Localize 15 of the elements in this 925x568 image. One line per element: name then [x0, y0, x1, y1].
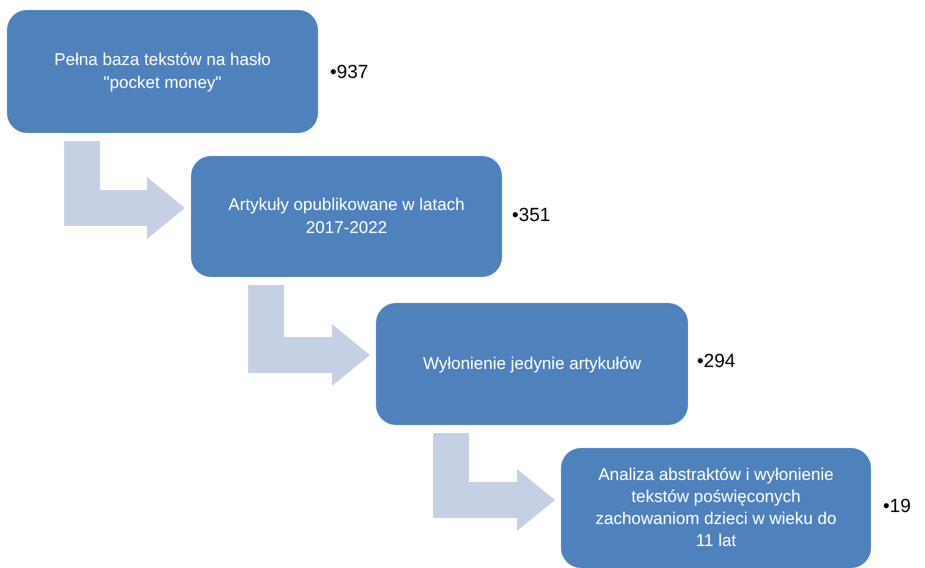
process-box: [7, 10, 318, 133]
count-label: •351: [512, 205, 550, 227]
step-text: Pełna baza tekstów na hasło "pocket money": [53, 49, 272, 94]
bent-arrow: [64, 141, 185, 239]
process-box: [376, 303, 688, 425]
step-text: Analiza abstraktów i wyłonienie tekstów poświęconych zachowaniom dzieci w wieku do 11 lat: [594, 464, 838, 552]
count-label: •19: [883, 496, 911, 518]
step-text: Wyłonienie jedynie artykułów: [422, 352, 642, 375]
process-box: [191, 156, 502, 277]
bent-arrow: [248, 285, 370, 386]
bent-arrow: [433, 433, 555, 531]
count-label: •937: [330, 62, 368, 84]
count-label: •294: [697, 351, 736, 373]
step-text: Artykuły opublikowane w latach 2017-2022: [227, 194, 466, 238]
process-box: [561, 448, 871, 568]
